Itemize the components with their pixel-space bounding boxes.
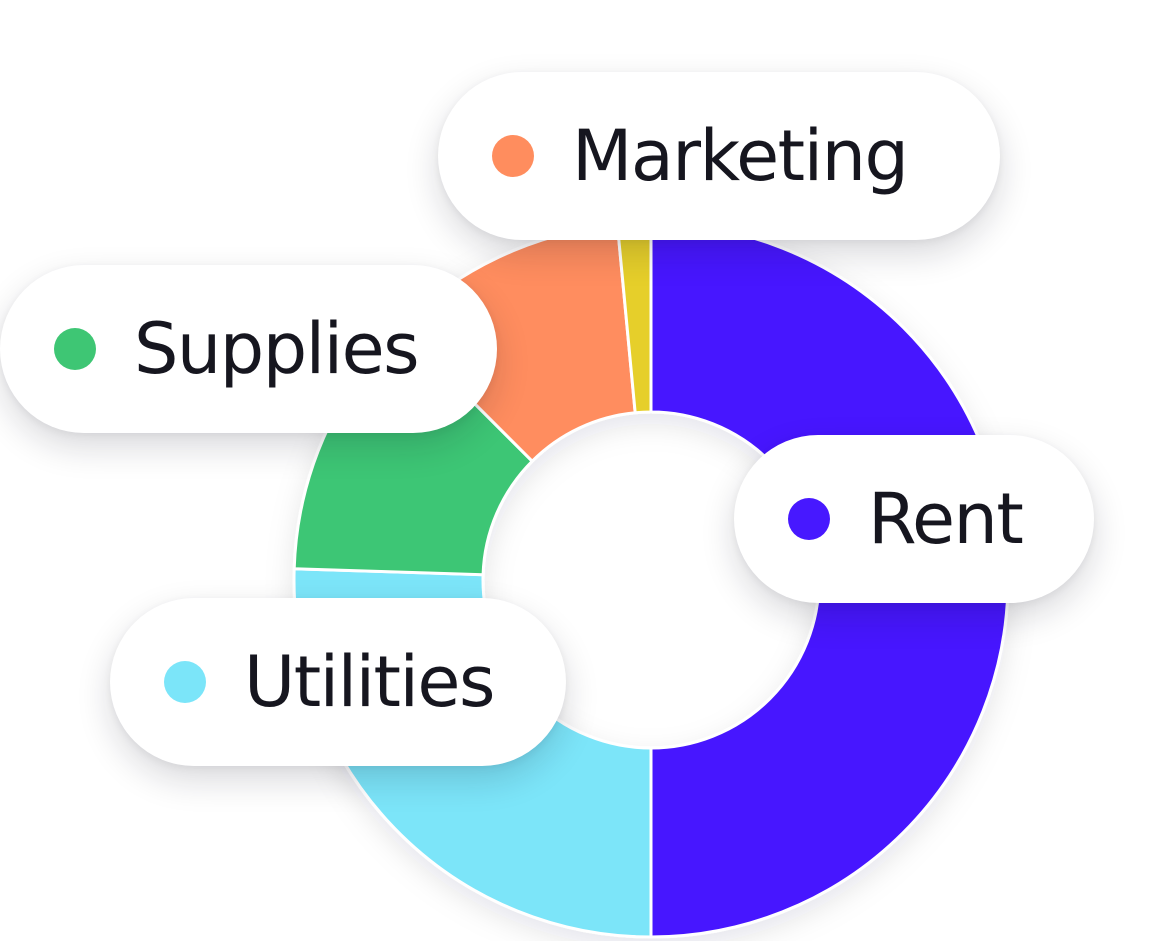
legend-label-utilities: Utilities — [244, 641, 495, 723]
legend-item-utilities: Utilities — [110, 598, 566, 766]
legend-dot-marketing — [492, 135, 534, 177]
legend-item-supplies: Supplies — [0, 265, 497, 433]
legend-label-supplies: Supplies — [134, 308, 420, 390]
legend-dot-utilities — [164, 661, 206, 703]
legend-label-marketing: Marketing — [572, 115, 909, 197]
legend-item-rent: Rent — [734, 435, 1094, 603]
legend-item-marketing: Marketing — [438, 72, 1000, 240]
legend-label-rent: Rent — [868, 478, 1024, 560]
legend-dot-rent — [788, 498, 830, 540]
legend-dot-supplies — [54, 328, 96, 370]
